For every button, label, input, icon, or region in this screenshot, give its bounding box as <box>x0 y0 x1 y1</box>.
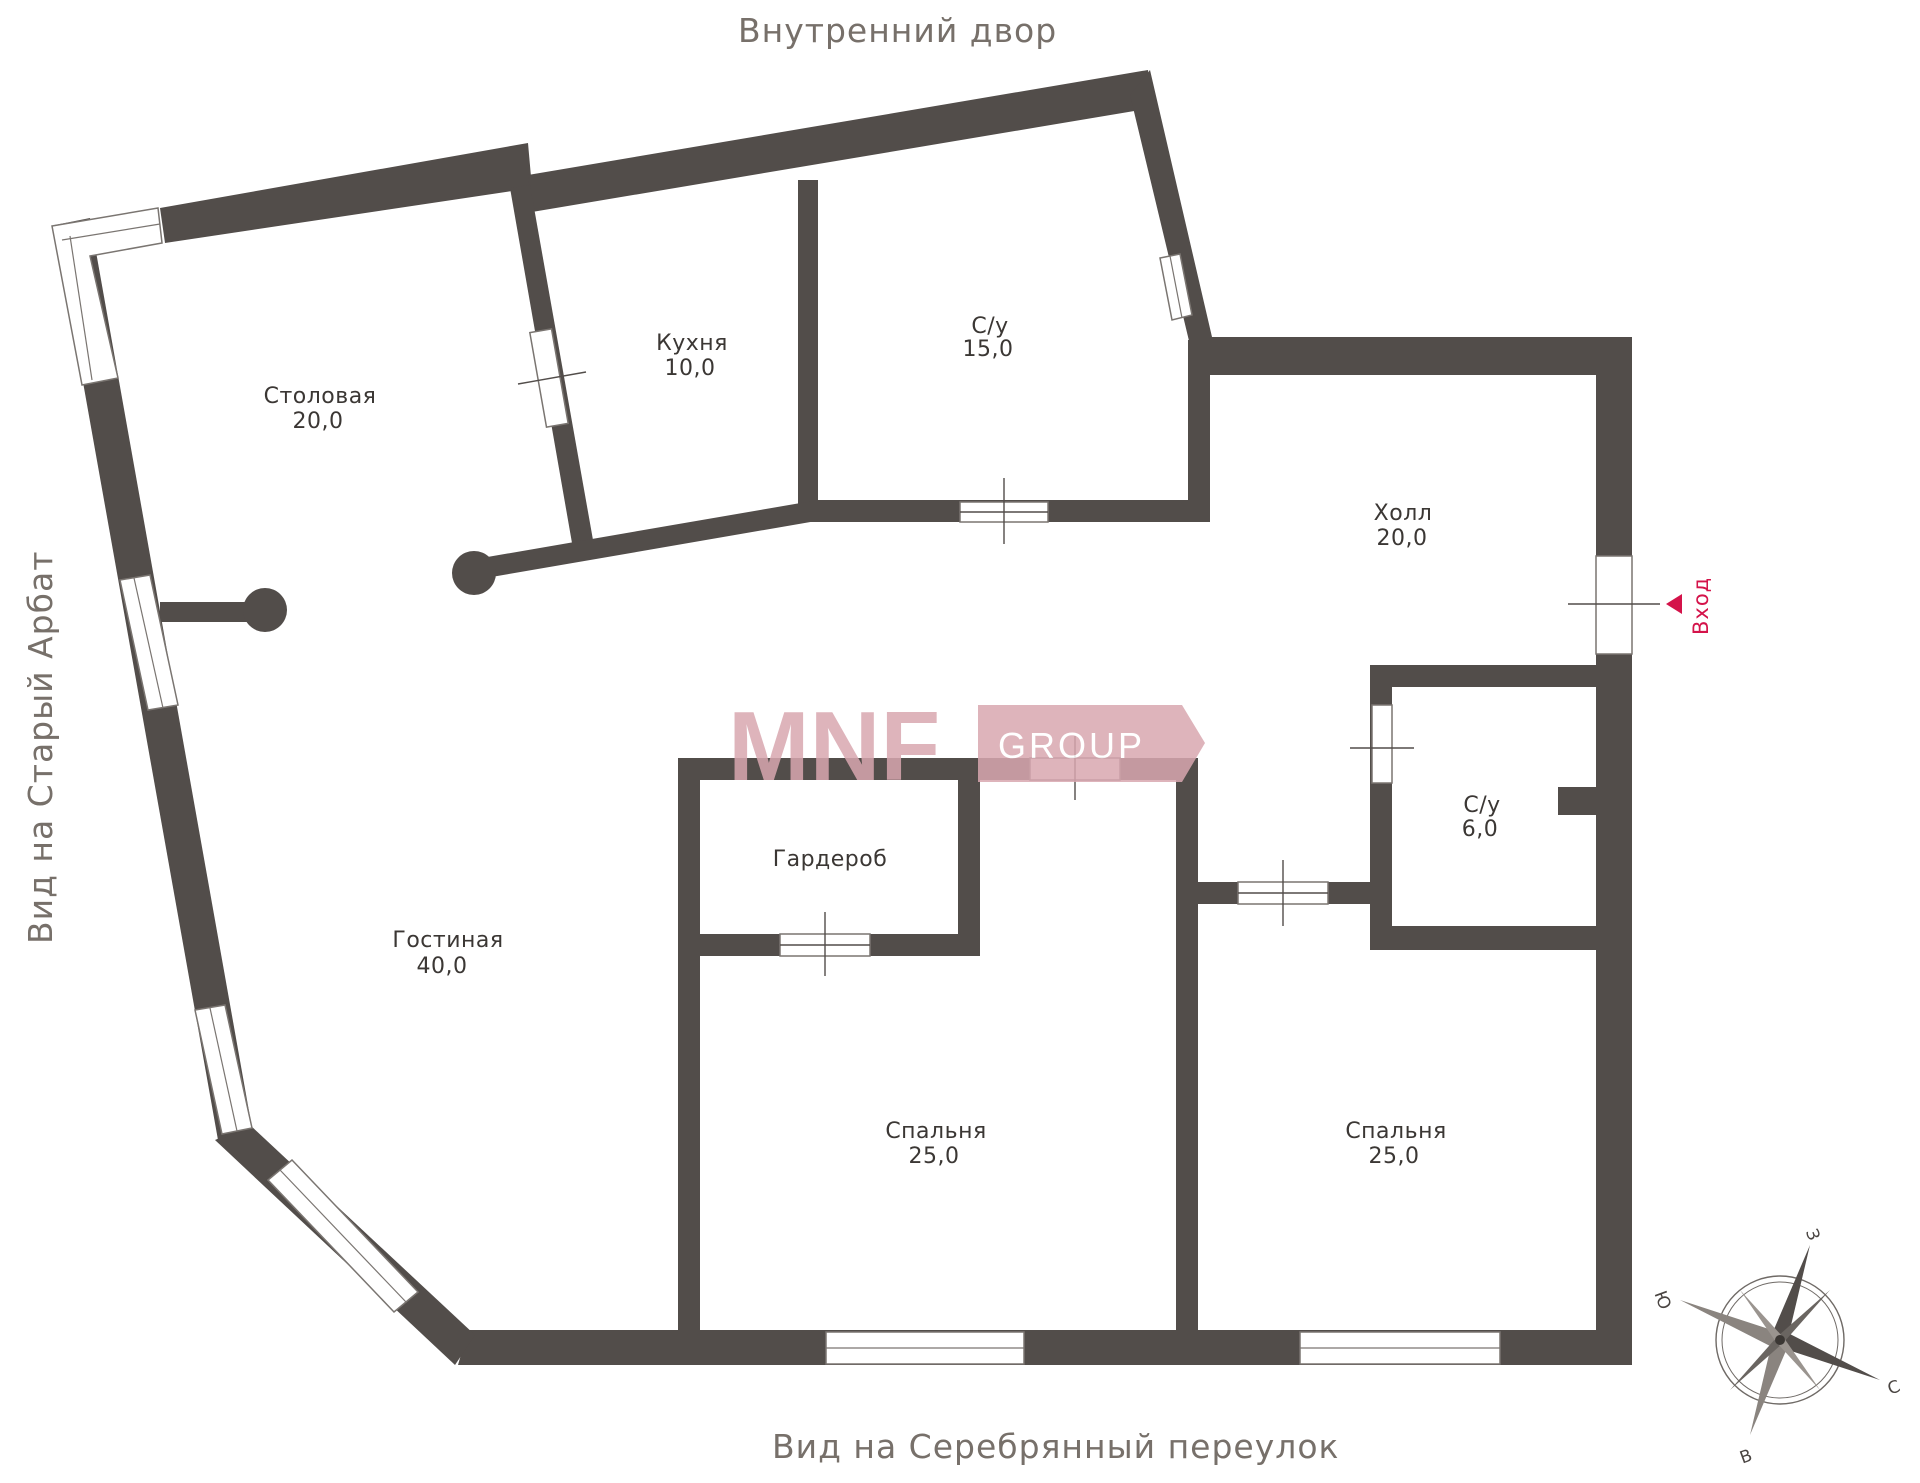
room-name-wardrobe: Гардероб <box>773 847 888 872</box>
wall-right <box>1596 337 1632 1365</box>
compass-rose-icon: З С В Ю <box>1650 1226 1903 1468</box>
windows <box>51 207 1501 1365</box>
window-corner <box>51 207 163 386</box>
door-entrance <box>1595 555 1633 655</box>
wall-north-east <box>1130 70 1212 345</box>
wall-top-left <box>160 143 532 243</box>
compass-north: З <box>1801 1226 1824 1243</box>
room-labels: Столовая 20,0 Кухня 10,0 С/у 15,0 Холл 2… <box>264 314 1501 1169</box>
wall-wc-right <box>1188 340 1210 522</box>
label-arbat-view: Вид на Старый Арбат <box>21 551 60 944</box>
wall-bedrooms-divider <box>1176 758 1198 1348</box>
room-area-wc2: 6,0 <box>1462 817 1499 842</box>
room-name-wc2: С/у <box>1463 793 1500 818</box>
wall-bedroom-left <box>678 758 700 1348</box>
label-entrance: Вход <box>1689 577 1713 635</box>
room-name-bedroom1: Спальня <box>885 1119 986 1144</box>
wall-wc2-stub <box>1558 787 1598 815</box>
logo-mark: MNF <box>728 691 940 801</box>
wall-hall-top <box>1190 337 1632 375</box>
column-right <box>452 551 496 595</box>
compass-south: В <box>1737 1446 1755 1469</box>
wall-wc2-bottom <box>1370 926 1632 950</box>
logo-arrow <box>978 705 1205 782</box>
entrance-arrow-icon <box>1666 594 1682 614</box>
room-name-kitchen: Кухня <box>656 331 728 356</box>
logo-word: GROUP <box>998 725 1145 766</box>
wall-kitchen-wc <box>798 180 818 505</box>
room-area-bedroom2: 25,0 <box>1369 1144 1420 1169</box>
label-courtyard: Внутренний двор <box>738 11 1057 50</box>
room-area-hall: 20,0 <box>1377 526 1428 551</box>
room-area-living: 40,0 <box>417 954 468 979</box>
column-left <box>243 588 287 632</box>
logo-watermark: MNF GROUP <box>728 691 1205 801</box>
room-area-bedroom1: 25,0 <box>909 1144 960 1169</box>
wall-wardrobe-right <box>958 758 980 956</box>
walls <box>55 70 1632 1365</box>
room-name-bedroom2: Спальня <box>1345 1119 1446 1144</box>
room-name-hall: Холл <box>1374 501 1433 526</box>
wall-kitchen-bottom <box>470 500 822 580</box>
compass-east: С <box>1885 1377 1903 1400</box>
label-lane-view: Вид на Серебрянный переулок <box>772 1427 1339 1466</box>
door-wc2 <box>1371 704 1393 784</box>
wall-top-right <box>528 70 1152 212</box>
room-area-wc1: 15,0 <box>963 337 1014 362</box>
wall-dining-stub <box>160 602 270 622</box>
compass-west: Ю <box>1650 1288 1675 1312</box>
wall-wc2-top <box>1370 665 1632 687</box>
room-name-living: Гостиная <box>392 928 503 953</box>
room-name-wc1: С/у <box>971 314 1008 339</box>
room-area-dining: 20,0 <box>293 409 344 434</box>
room-name-dining: Столовая <box>264 384 377 409</box>
room-area-kitchen: 10,0 <box>665 356 716 381</box>
